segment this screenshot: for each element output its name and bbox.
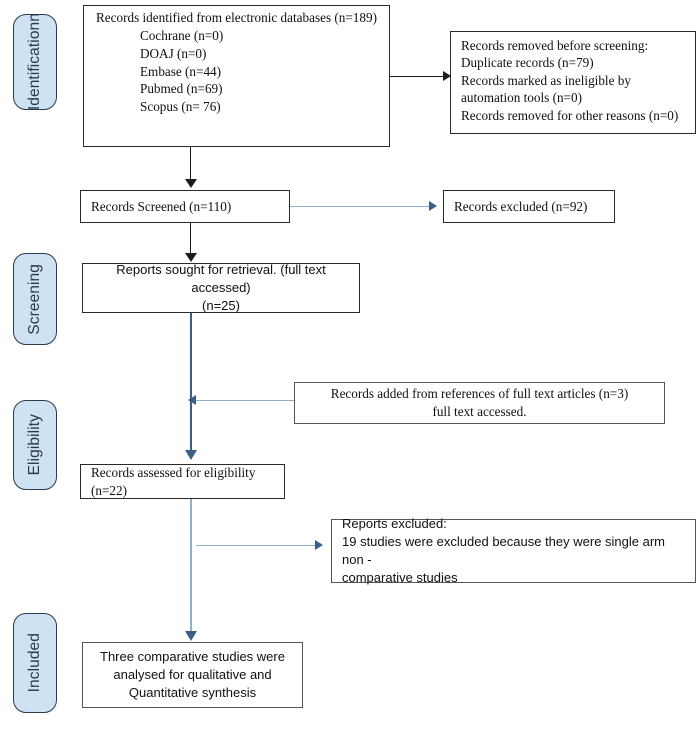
box-records-excluded: Records excluded (n=92) bbox=[443, 190, 615, 223]
stage-pill-screening: Screening bbox=[13, 253, 57, 345]
box-reports-excluded: Reports excluded: 19 studies were exclud… bbox=[331, 516, 696, 585]
records-excluded-text: Records excluded (n=92) bbox=[454, 198, 588, 214]
arrowhead-icon bbox=[188, 394, 196, 405]
connector-line bbox=[189, 223, 192, 254]
stage-label-eligibility: Eligibility bbox=[26, 414, 44, 476]
connector-line bbox=[196, 399, 294, 401]
arrowhead-icon bbox=[443, 70, 451, 81]
arrowhead-icon bbox=[429, 201, 437, 211]
box-reports-sought-for-retrieval: Reports sought for retrieval. (full text… bbox=[82, 262, 360, 313]
records-identified-source: Scopus (n= 76) bbox=[140, 98, 221, 114]
box-included-synthesis: Three comparative studies were analysed … bbox=[82, 642, 303, 708]
records-screened-text: Records Screened (n=110) bbox=[91, 198, 232, 214]
records-added-line1: Records added from references of full te… bbox=[330, 386, 629, 402]
box-records-screened: Records Screened (n=110) bbox=[80, 190, 290, 223]
stage-pill-included: Included bbox=[13, 613, 57, 713]
records-identified-source: Pubmed (n=69) bbox=[140, 81, 223, 97]
arrowhead-icon bbox=[185, 631, 197, 641]
records-identified-source: Embase (n=44) bbox=[140, 63, 222, 79]
records-identified-headline: Records identified from electronic datab… bbox=[96, 9, 377, 25]
connector-line bbox=[290, 206, 430, 208]
box-records-added-from-references: Records added from references of full te… bbox=[294, 382, 665, 424]
records-assessed-text: Records assessed for eligibility (n=22) bbox=[91, 464, 256, 498]
box-records-assessed-for-eligibility: Records assessed for eligibility (n=22) bbox=[80, 464, 285, 499]
arrowhead-icon bbox=[184, 179, 197, 188]
stage-label-identification: Identificationn bbox=[26, 13, 44, 111]
records-added-line2: full text accessed. bbox=[432, 404, 527, 419]
box-records-identified: Records identified from electronic datab… bbox=[83, 5, 390, 147]
reports-excluded-text: Reports excluded: 19 studies were exclud… bbox=[342, 516, 666, 585]
records-identified-source: DOAJ (n=0) bbox=[140, 45, 207, 61]
connector-line bbox=[190, 313, 192, 451]
connector-line bbox=[190, 499, 192, 632]
records-identified-source: Cochrane (n=0) bbox=[140, 28, 224, 44]
stage-pill-eligibility: Eligibility bbox=[13, 400, 57, 490]
records-removed-text: Records removed before screening: Duplic… bbox=[461, 37, 679, 123]
stage-label-included: Included bbox=[26, 633, 44, 693]
stage-label-screening: Screening bbox=[26, 263, 44, 335]
arrowhead-icon bbox=[184, 253, 197, 262]
box-records-removed-before-screening: Records removed before screening: Duplic… bbox=[450, 31, 696, 134]
connector-line bbox=[390, 75, 444, 77]
reports-sought-text: Reports sought for retrieval. (full text… bbox=[116, 262, 326, 313]
arrowhead-icon bbox=[185, 450, 197, 460]
stage-pill-identification: Identificationn bbox=[13, 13, 57, 111]
arrowhead-icon bbox=[315, 539, 323, 550]
included-synthesis-text: Three comparative studies were analysed … bbox=[100, 649, 285, 700]
connector-line bbox=[196, 544, 316, 546]
connector-line bbox=[189, 147, 192, 180]
